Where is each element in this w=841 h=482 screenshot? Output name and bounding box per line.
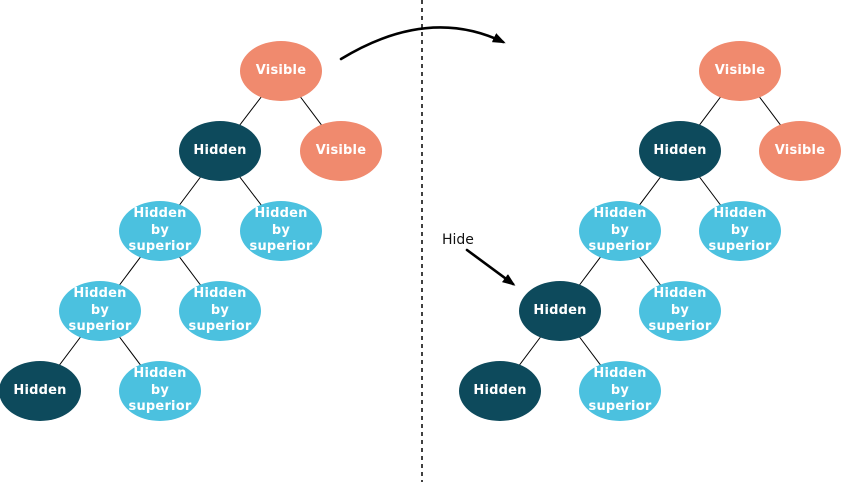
transform-arrow — [339, 26, 506, 61]
tree-node-hidden-by-superior: Hidden by superior — [699, 201, 781, 261]
tree-node-hidden-target: Hidden — [519, 281, 601, 341]
tree-node-hidden-by-superior: Hidden by superior — [179, 281, 261, 341]
node-label: Visible — [714, 62, 766, 78]
tree-node-hidden-by-superior: Hidden by superior — [579, 201, 661, 261]
node-label: Hidden — [13, 382, 67, 398]
node-label: Hidden by superior — [588, 205, 652, 255]
node-label: Hidden by superior — [708, 205, 772, 255]
node-label: Visible — [315, 142, 367, 158]
tree-node-hidden-by-superior: Hidden by superior — [639, 281, 721, 341]
tree-node-hidden-by-superior: Hidden by superior — [59, 281, 141, 341]
tree-node-hidden-by-superior: Hidden by superior — [240, 201, 322, 261]
tree-node-hidden: Hidden — [179, 121, 261, 181]
node-label: Hidden by superior — [68, 285, 132, 335]
tree-node-hidden-by-superior: Hidden by superior — [119, 361, 201, 421]
tree-node-visible: Visible — [759, 121, 841, 181]
tree-node-hidden: Hidden — [639, 121, 721, 181]
node-label: Hidden by superior — [188, 285, 252, 335]
node-label: Hidden by superior — [249, 205, 313, 255]
tree-node-visible: Visible — [300, 121, 382, 181]
node-label: Hidden by superior — [648, 285, 712, 335]
tree-node-visible: Visible — [240, 41, 322, 101]
hide-annotation-label: Hide — [442, 232, 474, 248]
node-label: Hidden — [193, 142, 247, 158]
node-label: Hidden — [473, 382, 527, 398]
tree-node-hidden-by-superior: Hidden by superior — [119, 201, 201, 261]
tree-node-visible: Visible — [699, 41, 781, 101]
tree-node-hidden: Hidden — [0, 361, 81, 421]
node-label: Hidden by superior — [588, 365, 652, 415]
tree-node-hidden-by-superior: Hidden by superior — [579, 361, 661, 421]
node-label: Hidden by superior — [128, 365, 192, 415]
tree-node-hidden: Hidden — [459, 361, 541, 421]
node-label: Visible — [255, 62, 307, 78]
node-label: Hidden — [653, 142, 707, 158]
node-label: Hidden — [533, 302, 587, 318]
node-label: Visible — [774, 142, 826, 158]
hide-arrow — [465, 248, 516, 286]
node-label: Hidden by superior — [128, 205, 192, 255]
